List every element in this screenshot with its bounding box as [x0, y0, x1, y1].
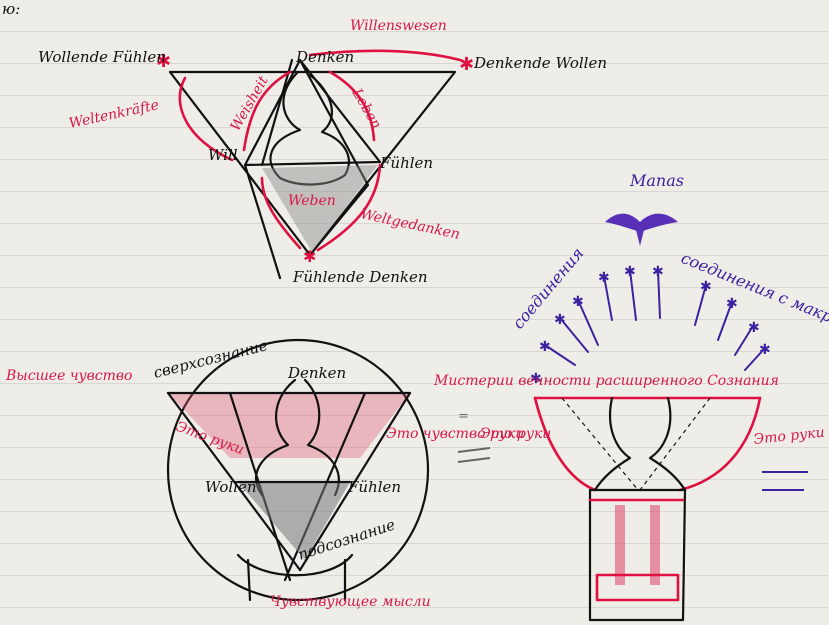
label-weben: Weben [288, 193, 336, 209]
label-right-hands: Это руки [753, 425, 826, 448]
label-life: Leben [348, 85, 384, 132]
label-bottom-thoughts: Чувствующее мысли [270, 594, 431, 610]
label-world-forces: Weltenkräfte [68, 97, 161, 132]
label-arc-right: соединения с макрокосмом [679, 248, 829, 354]
label-higher-feeling: Высшее чувство [5, 368, 133, 384]
label-willing-bottom: Wollen [205, 478, 257, 496]
label-feeling-thinking: Fühlende Denken [292, 268, 428, 286]
label-feeling-bottom: Fühlen [347, 478, 401, 496]
label-left-inner: Это руки [174, 419, 246, 458]
label-arc-left: соединения [509, 244, 588, 333]
label-manas: Manas [629, 171, 684, 190]
label-super-consciousness: сверхсознание [152, 336, 270, 382]
label-subconsciousness: подсознание [296, 515, 398, 563]
corner-mark: ю: [2, 0, 20, 18]
label-feeling-top: Fühlen [379, 154, 433, 172]
label-thinking-willing: Denkende Wollen [473, 54, 607, 72]
label-wisdom: Weisheit [228, 73, 272, 134]
label-red-banner: Мистерии вечности расширенного Сознания [433, 373, 779, 389]
label-thinking-bottom: Denken [287, 364, 346, 382]
label-left-hands: Это руки [480, 426, 551, 442]
label-equals: = [458, 409, 469, 424]
label-willing-feeling: Wollende Fühlen [38, 48, 166, 66]
label-will-beings: Willenswesen [350, 18, 447, 34]
label-willing-top: Will [208, 146, 238, 164]
label-world-thoughts: Weltgedanken [359, 206, 461, 243]
label-thinking-top: Denken [295, 48, 354, 66]
